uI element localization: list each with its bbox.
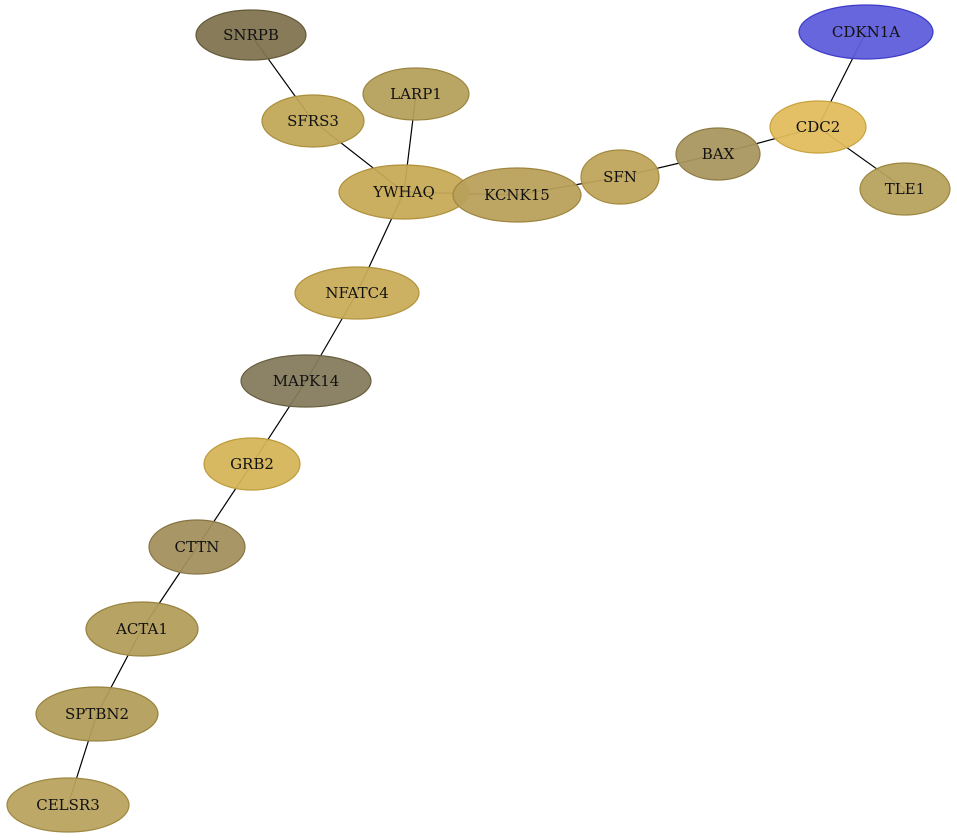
node-ellipse[interactable] xyxy=(769,100,867,154)
node-label: NFATC4 xyxy=(325,284,388,302)
node-ellipse[interactable] xyxy=(859,162,951,216)
node-ellipse[interactable] xyxy=(35,686,159,742)
node-label: CTTN xyxy=(175,538,220,556)
node-nfatc4[interactable]: NFATC4 xyxy=(294,266,420,320)
node-ellipse[interactable] xyxy=(580,149,660,205)
node-celsr3[interactable]: CELSR3 xyxy=(6,777,130,833)
node-ellipse[interactable] xyxy=(85,601,199,657)
node-larp1[interactable]: LARP1 xyxy=(362,67,470,121)
node-label: SFRS3 xyxy=(287,112,339,130)
node-ellipse[interactable] xyxy=(203,437,301,491)
node-label: SNRPB xyxy=(223,26,279,44)
node-label: ACTA1 xyxy=(115,620,168,638)
node-label: MAPK14 xyxy=(273,372,340,390)
node-sptbn2[interactable]: SPTBN2 xyxy=(35,686,159,742)
node-label: YWHAQ xyxy=(372,183,435,201)
node-label: CDC2 xyxy=(796,118,841,136)
node-label: TLE1 xyxy=(885,180,925,198)
node-tle1[interactable]: TLE1 xyxy=(859,162,951,216)
node-sfn[interactable]: SFN xyxy=(580,149,660,205)
node-ellipse[interactable] xyxy=(675,127,761,181)
node-ywhaq[interactable]: YWHAQ xyxy=(338,164,470,220)
node-kcnk15[interactable]: KCNK15 xyxy=(452,167,582,223)
node-cdkn1a[interactable]: CDKN1A xyxy=(798,4,934,60)
node-ellipse[interactable] xyxy=(798,4,934,60)
node-label: SFN xyxy=(603,168,637,186)
node-snrpb[interactable]: SNRPB xyxy=(195,9,307,61)
edge-layer xyxy=(67,31,906,806)
node-ellipse[interactable] xyxy=(148,519,246,575)
node-ellipse[interactable] xyxy=(6,777,130,833)
node-label: BAX xyxy=(702,145,735,163)
node-label: LARP1 xyxy=(390,85,442,103)
node-ellipse[interactable] xyxy=(452,167,582,223)
node-ellipse[interactable] xyxy=(261,94,365,148)
node-label: SPTBN2 xyxy=(65,705,129,723)
node-label: CELSR3 xyxy=(36,796,100,814)
node-label: KCNK15 xyxy=(484,186,550,204)
node-label: CDKN1A xyxy=(832,23,900,41)
node-ellipse[interactable] xyxy=(294,266,420,320)
node-ellipse[interactable] xyxy=(362,67,470,121)
node-sfrs3[interactable]: SFRS3 xyxy=(261,94,365,148)
node-label: GRB2 xyxy=(230,455,274,473)
node-bax[interactable]: BAX xyxy=(675,127,761,181)
node-ellipse[interactable] xyxy=(195,9,307,61)
node-grb2[interactable]: GRB2 xyxy=(203,437,301,491)
node-cdc2[interactable]: CDC2 xyxy=(769,100,867,154)
node-acta1[interactable]: ACTA1 xyxy=(85,601,199,657)
node-mapk14[interactable]: MAPK14 xyxy=(240,354,372,408)
node-cttn[interactable]: CTTN xyxy=(148,519,246,575)
node-ellipse[interactable] xyxy=(240,354,372,408)
